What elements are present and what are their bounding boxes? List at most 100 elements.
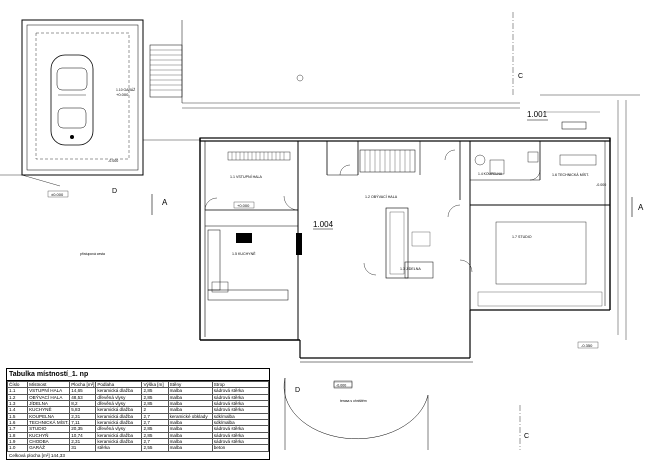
house-walls xyxy=(199,137,611,363)
svg-text:1.001: 1.001 xyxy=(527,110,548,119)
table-cell: 2,85 xyxy=(141,400,169,408)
table-cell: 2 xyxy=(141,406,169,414)
table-cell: dřevěná vlysy xyxy=(95,393,143,402)
table-cell: 2,55 xyxy=(141,444,169,452)
table-cell: keramická dlažba xyxy=(95,406,143,414)
table-header-cell: Výška [m] xyxy=(141,380,169,389)
table-cell: KUCHYNĚ xyxy=(27,406,71,414)
table-cell: sádrová stěrka xyxy=(211,425,270,433)
table-cell: sádrová stěrka xyxy=(211,431,270,440)
label-obyvaci-hala: 1.2 OBÝVACÍ HALA xyxy=(365,195,398,199)
svg-text:-0.350: -0.350 xyxy=(581,343,593,348)
table-cell: TECHNICKÁ MÍST. xyxy=(27,419,71,427)
table-cell: JÍDELNA xyxy=(27,400,71,408)
table-cell: beton xyxy=(211,444,270,452)
svg-text:+0.000: +0.000 xyxy=(237,203,250,208)
label-koupelna: 1.4 KOUPELNA xyxy=(478,172,503,176)
svg-text:C: C xyxy=(518,73,523,80)
svg-text:±0.000: ±0.000 xyxy=(51,192,64,197)
table-cell: STUDIO xyxy=(27,425,71,433)
table-cell: 2,7 xyxy=(141,419,169,427)
table-cell: keramická dlažba xyxy=(95,431,143,440)
table-cell: 31 xyxy=(69,444,97,452)
marker-circle xyxy=(296,74,304,82)
terrace xyxy=(283,377,429,450)
label-jidelna: 1.3 JÍDELNA xyxy=(400,267,421,271)
room-table-total: Celková plocha [m²] 144,33 xyxy=(9,452,65,458)
interior-stairs xyxy=(359,149,416,173)
car-icon xyxy=(50,54,94,146)
svg-text:-0.000: -0.000 xyxy=(336,384,346,388)
table-cell: keramické obklady xyxy=(167,412,213,421)
table-header-cell: Plocha [m²] xyxy=(69,380,97,389)
table-header-cell: Místnost xyxy=(27,380,71,389)
door-swings xyxy=(204,149,541,276)
table-cell: sádrová stěrka xyxy=(211,406,270,414)
label-studio: 1.7 STUDIO xyxy=(512,235,532,239)
bathroom-fixtures xyxy=(474,151,597,175)
svg-text:1.004: 1.004 xyxy=(313,220,334,229)
table-cell: sdk/malba xyxy=(211,412,270,421)
label-kuchyne: 1.5 KUCHYNĚ xyxy=(232,251,256,256)
svg-text:-0.000: -0.000 xyxy=(108,159,118,163)
table-cell: 2,85 xyxy=(141,431,169,440)
table-cell: 2,85 xyxy=(141,387,169,395)
kitchen-counter xyxy=(207,229,289,301)
table-header-cell: Strop xyxy=(211,380,270,389)
studio-table xyxy=(477,221,603,307)
svg-text:C: C xyxy=(524,433,529,440)
table-cell: keramická dlažba xyxy=(95,412,143,421)
label-garaz: 1.10 GARÁŽ xyxy=(116,87,135,92)
table-cell: CHODBA xyxy=(27,438,71,446)
table-cell: keramická dlažba xyxy=(95,419,143,427)
table-cell: dřevěná vlysy xyxy=(95,400,143,408)
sofa xyxy=(385,207,434,279)
table-cell: 2,85 xyxy=(141,393,169,402)
table-cell: 1.0 xyxy=(6,444,29,452)
table-cell: sádrová stěrka xyxy=(211,387,270,395)
table-cell: keramická dlažba xyxy=(95,387,143,395)
level-marker-1001: 1.001 xyxy=(527,110,600,130)
table-cell: KOUPELNA xyxy=(27,412,71,421)
table-cell: 2,7 xyxy=(141,412,169,421)
level-marks: ±0.000 +0.000 -0.350 -0.000 -0.000 -0.00… xyxy=(47,159,606,388)
radiator xyxy=(227,151,291,161)
exterior-stairs xyxy=(143,20,520,141)
table-cell: sádrová stěrka xyxy=(211,393,270,402)
svg-text:D: D xyxy=(112,188,117,195)
svg-text:A: A xyxy=(638,203,644,212)
svg-text:-0.000: -0.000 xyxy=(596,183,606,187)
table-cell: keramická dlažba xyxy=(95,438,143,446)
level-garage: +0.000 xyxy=(116,92,129,97)
table-cell: GARÁŽ xyxy=(27,444,71,452)
table-cell: sádrová stěrka xyxy=(211,400,270,408)
label-technicka: 1.6 TECHNICKÁ MÍST. xyxy=(552,173,589,177)
section-marks: C C A A D D xyxy=(112,12,644,450)
table-header-cell: Podlaha xyxy=(95,380,143,389)
room-table-caption: Tabulka místností_1. np xyxy=(7,369,269,381)
svg-text:D: D xyxy=(295,387,300,394)
chimney-stack xyxy=(296,233,302,255)
table-cell: stěrka xyxy=(95,444,143,452)
table-cell: sádrová stěrka xyxy=(211,438,270,446)
table-cell: sdk/malba xyxy=(211,419,270,427)
table-cell: dřevěná vlysy xyxy=(95,425,143,433)
table-cell: OBÝVACÍ HALA xyxy=(27,393,71,402)
table-cell: KUCHYŇ xyxy=(27,431,71,440)
label-vstupni-hala: 1.1 VSTUPNÍ HALA xyxy=(230,175,263,179)
garage xyxy=(21,19,144,187)
